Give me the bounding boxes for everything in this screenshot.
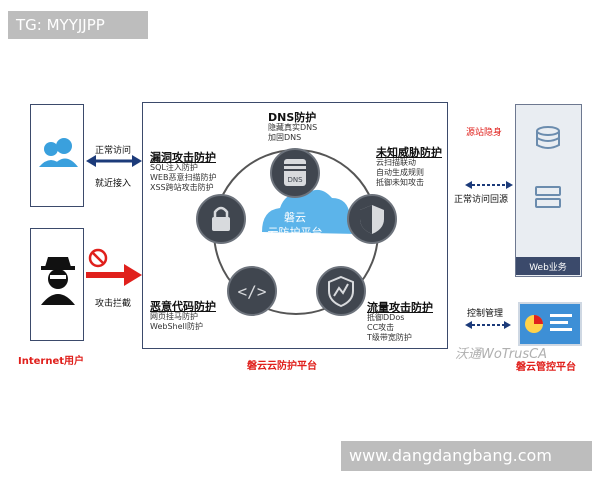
lock-icon [196, 194, 246, 244]
svg-text:DNS: DNS [287, 176, 303, 184]
traffic-item: T级带宽防护 [367, 333, 412, 342]
warning-shield-icon [316, 266, 366, 316]
unknown-item: 抵御未知攻击 [376, 178, 424, 187]
dns-item: 加固DNS [268, 133, 302, 142]
normal-back-label: 正常访问回源 [454, 195, 509, 205]
web-business-label: Web业务 [529, 263, 567, 273]
internet-user-label: Internet用户 [18, 356, 85, 367]
control-arrow [465, 321, 511, 329]
control-platform-label: 磐云管控平台 [516, 362, 576, 373]
dns-icon: DNS [270, 148, 320, 198]
attack-arrow [86, 248, 142, 286]
bidirectional-arrow [86, 155, 142, 167]
unknown-item: 云扫描联动 [376, 158, 416, 167]
hacker-icon [41, 257, 75, 305]
attack-block-label: 攻击拦截 [95, 299, 132, 309]
center-label-2: 云防护平台 [267, 226, 323, 239]
website-tag: www.dangdangbang.com [341, 441, 592, 471]
shield-icon [347, 194, 397, 244]
server-icon [535, 126, 561, 208]
unknown-item: 自动生成规则 [376, 168, 424, 177]
vuln-title: 漏洞攻击防护 [150, 151, 216, 164]
dashboard-icon [518, 302, 582, 346]
center-label-1: 磐云 [284, 211, 306, 224]
platform-footer-label: 磐云云防护平台 [247, 361, 317, 372]
dns-item: 隐藏真实DNS [268, 123, 318, 132]
tg-tag: TG: MYYJJPP [8, 11, 148, 39]
malware-title: 恶意代码防护 [150, 300, 216, 313]
normal-user-box [30, 104, 84, 207]
users-icon [39, 138, 78, 167]
attacker-box [30, 228, 84, 341]
svg-text:</>: </> [238, 282, 267, 301]
normal-access-label: 正常访问 [95, 146, 132, 156]
web-server-box: Web业务 [515, 104, 582, 277]
vuln-item: XSS跨站攻击防护 [150, 183, 214, 192]
watermark: 沃通WoTrusCA [455, 347, 548, 362]
malware-item: WebShell防护 [150, 322, 203, 331]
nearby-access-label: 就近接入 [95, 179, 132, 189]
origin-hide-label: 源站隐身 [466, 128, 503, 138]
unknown-title: 未知威胁防护 [376, 146, 442, 159]
malware-item: 网页挂马防护 [150, 312, 198, 321]
traffic-title: 流量攻击防护 [367, 301, 433, 314]
traffic-item: 抵御DDos [367, 313, 405, 322]
traffic-item: CC攻击 [367, 323, 395, 332]
cloud-icon [262, 189, 359, 234]
vuln-item: WEB恶意扫描防护 [150, 173, 217, 182]
control-manage-label: 控制管理 [467, 309, 504, 319]
dns-title: DNS防护 [268, 111, 317, 124]
vuln-item: SQL注入防护 [150, 163, 198, 172]
dotted-double-arrow [465, 181, 513, 189]
code-icon: </> [227, 266, 277, 316]
